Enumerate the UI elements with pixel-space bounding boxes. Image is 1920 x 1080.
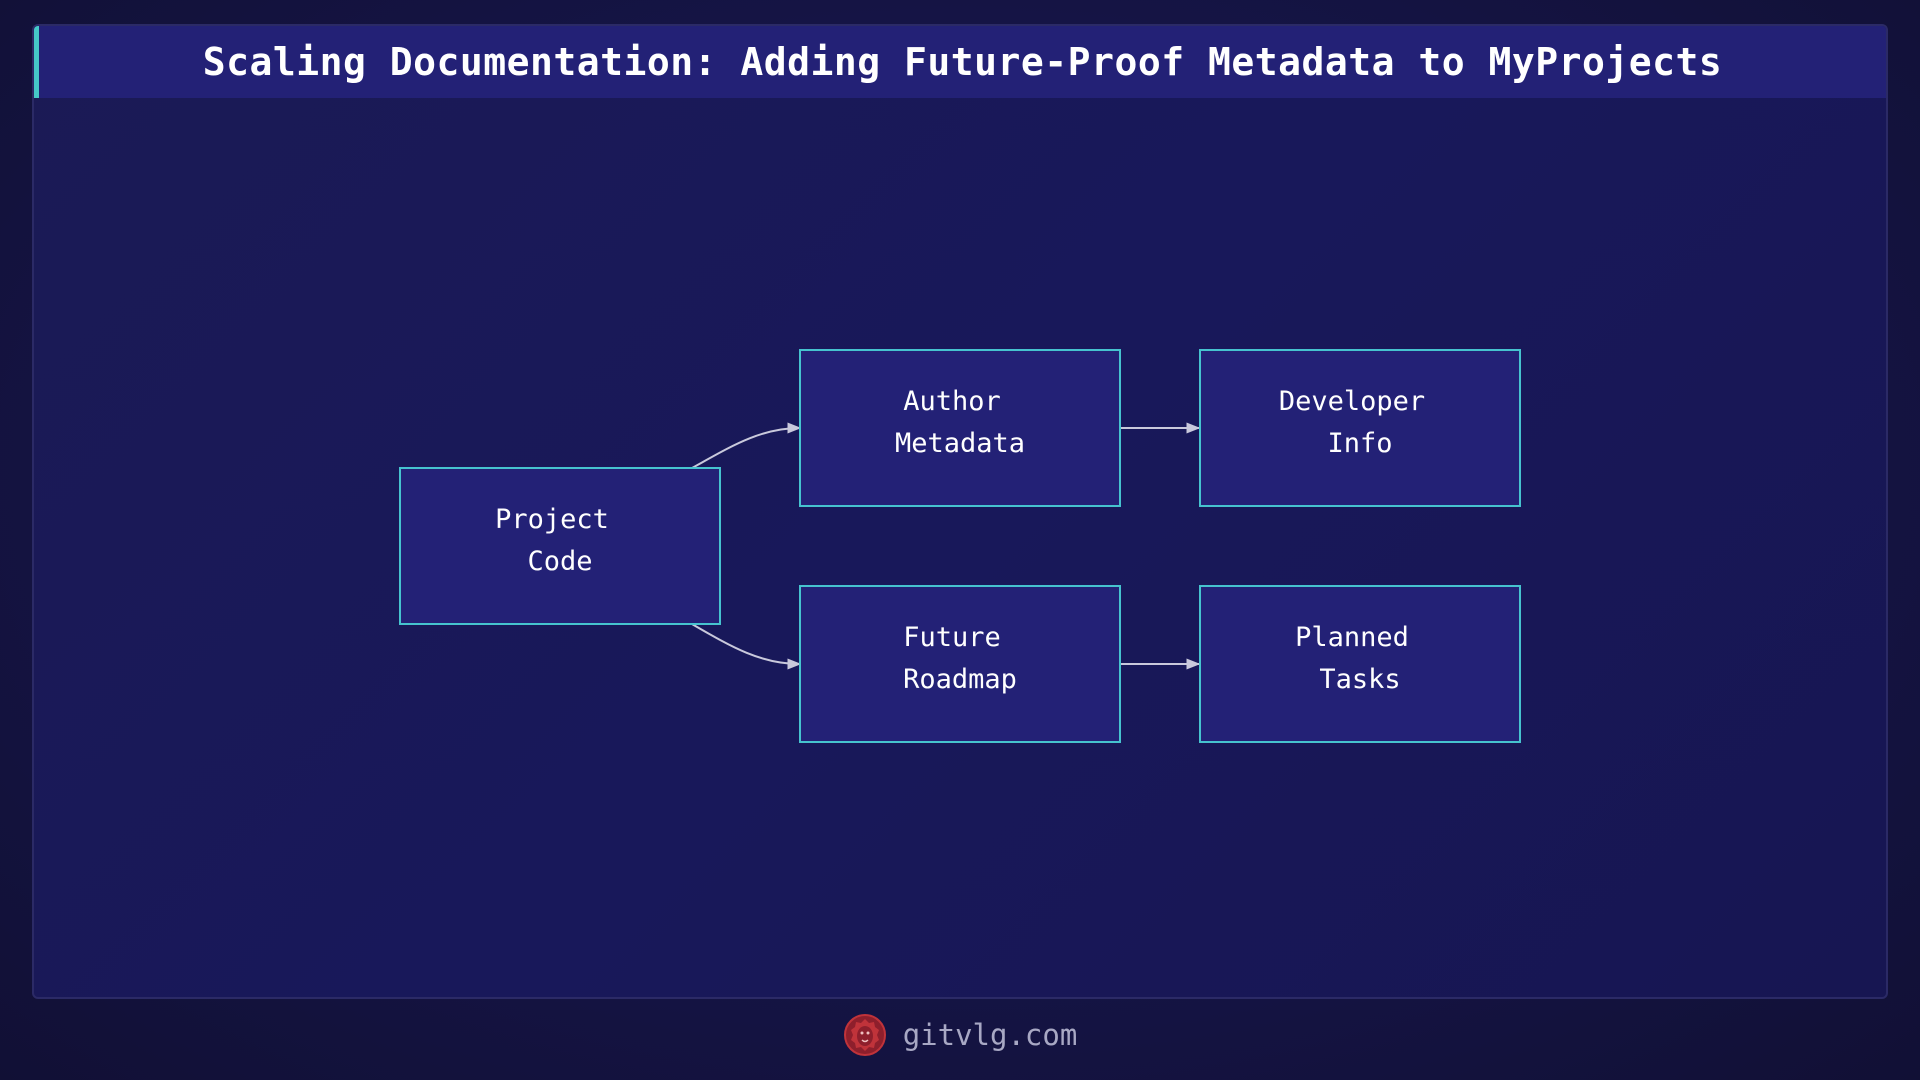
page-title: Scaling Documentation: Adding Future-Pro… (202, 40, 1723, 84)
footer: gitvlg.com (0, 1010, 1920, 1060)
node-developer-info[interactable]: Developer Info (1199, 349, 1521, 507)
node-label-line: Tasks (1319, 664, 1400, 695)
node-project-code[interactable]: Project Code (399, 467, 721, 625)
node-author-metadata[interactable]: Author Metadata (799, 349, 1121, 507)
diagram-frame: Scaling Documentation: Adding Future-Pro… (32, 24, 1888, 999)
node-label-line: Roadmap (903, 664, 1017, 695)
node-label-line: Metadata (895, 428, 1025, 459)
node-label-line: Code (527, 546, 592, 577)
node-label-line: Author (903, 386, 1001, 417)
edge-project-code-to-future-roadmap (691, 623, 802, 670)
node-future-roadmap[interactable]: Future Roadmap (799, 585, 1121, 743)
node-label-line: Info (1327, 428, 1392, 459)
node-label-line: Developer (1279, 386, 1425, 417)
title-bar: Scaling Documentation: Adding Future-Pro… (34, 26, 1886, 98)
node-label-line: Planned (1295, 622, 1409, 653)
node-label-line: Project (495, 504, 609, 535)
edge-project-code-to-author-metadata (691, 422, 802, 469)
node-label-line: Future (903, 622, 1001, 653)
footer-site-link[interactable]: gitvlg.com (902, 1018, 1078, 1052)
node-planned-tasks[interactable]: Planned Tasks (1199, 585, 1521, 743)
lion-logo-icon[interactable] (843, 1013, 887, 1057)
